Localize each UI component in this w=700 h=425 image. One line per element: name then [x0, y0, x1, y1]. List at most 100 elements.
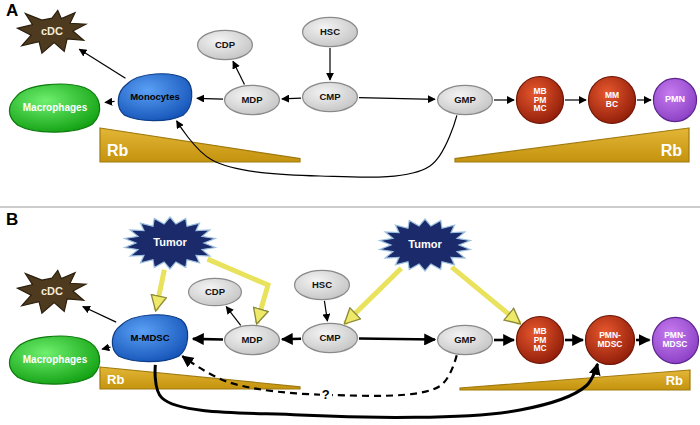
dendritic-cell: cDC [16, 269, 88, 315]
node-label: MDP [241, 335, 262, 345]
differentiation-arrow [226, 307, 240, 326]
progenitor-ellipse: GMP [437, 325, 493, 355]
node-label: Tumor [408, 239, 441, 251]
granulocyte-circle: PMN [653, 78, 697, 122]
progenitor-ellipse-outline [438, 85, 493, 114]
granulocyte-circle-outline [588, 76, 635, 123]
tumor-star-outline [125, 217, 216, 269]
monocyte-blob-outline [112, 315, 187, 362]
node-label: CDP [215, 40, 235, 50]
tumor-influence-arrow [156, 270, 165, 310]
monocyte-blob: M-MDSC [109, 312, 191, 364]
granulocyte-circle-outline [653, 78, 696, 121]
macrophage-blob-outline [9, 84, 99, 132]
granulocyte-circle: MB PM MC [516, 76, 564, 124]
tumor-star: Tumor [379, 219, 471, 271]
differentiation-arrow [282, 337, 301, 340]
differentiation-arrow [565, 99, 586, 100]
rb-gradient-shape [100, 367, 300, 389]
node-label: Rb [661, 143, 682, 160]
progenitor-ellipse: MDP [224, 85, 280, 115]
granulocyte-circle-outline [586, 316, 635, 365]
granulocyte-circle: PMN-MDSC [652, 317, 699, 364]
granulocyte-circle: MB PM MC [516, 316, 564, 364]
differentiation-arrow [494, 339, 514, 342]
progenitor-ellipse: HSC [294, 270, 350, 300]
rb-gradient: Rb [100, 367, 300, 389]
node-label: Monocytes [130, 92, 180, 102]
rb-gradient-outline [455, 128, 689, 162]
granulocyte-circle-outline [652, 317, 698, 363]
panel-letter: A [6, 2, 18, 19]
node-label: Macrophages [23, 103, 87, 114]
node-label: CMP [319, 333, 340, 343]
tumor-influence-arrow [345, 268, 401, 323]
differentiation-arrow [79, 49, 125, 78]
node-label: Rb [666, 374, 683, 388]
differentiation-arrow [359, 98, 435, 100]
tumor-influence-arrow [452, 267, 520, 323]
node-label: HSC [312, 280, 332, 290]
differentiation-arrow [359, 338, 435, 339]
macrophage-blob-outline [9, 336, 99, 384]
node-label: Rb [107, 143, 128, 160]
node-label: Rb [107, 373, 124, 387]
node-label: GMP [454, 335, 476, 345]
macrophage-blob: Macrophages [6, 333, 104, 387]
macrophage-blob: Macrophages [6, 81, 104, 135]
differentiation-arrow [155, 364, 597, 417]
progenitor-ellipse-outline [303, 82, 358, 111]
differentiation-arrow [565, 339, 583, 342]
granulocyte-circle-outline [516, 76, 563, 123]
progenitor-ellipse-outline [225, 85, 280, 114]
differentiation-arrow [637, 99, 651, 100]
node-label: CMP [319, 92, 340, 102]
node-label: HSC [320, 27, 340, 37]
differentiation-arrow [494, 99, 514, 100]
progenitor-ellipse-outline [198, 30, 253, 59]
panel-separator [0, 206, 700, 207]
granulocyte-circle: MM BC [588, 76, 636, 124]
progenitor-ellipse-outline [295, 270, 350, 299]
differentiation-arrow [636, 339, 650, 342]
node-label: MM BC [600, 91, 624, 109]
tumor-star: Tumor [124, 217, 216, 269]
granulocyte-circle-outline [516, 316, 563, 363]
panel-letter: B [6, 211, 18, 228]
progenitor-ellipse: MDP [224, 325, 280, 355]
node-label: GMP [454, 95, 476, 105]
progenitor-ellipse: CMP [302, 323, 358, 353]
progenitor-ellipse: CDP [188, 278, 242, 306]
rb-gradient-shape [460, 370, 690, 390]
differentiation-arrow [197, 98, 223, 100]
node-label: MB PM MC [529, 327, 551, 354]
dendritic-cell-outline [17, 10, 85, 53]
node-label: Macrophages [23, 355, 87, 366]
monocyte-blob: Monocytes [115, 71, 195, 123]
rb-gradient-shape [100, 128, 300, 162]
node-label: cDC [41, 286, 63, 298]
differentiation-arrow [282, 98, 301, 100]
rb-gradient: Rb [455, 128, 689, 162]
node-label: MDP [241, 95, 262, 105]
monocyte-blob-outline [118, 74, 192, 121]
rb-gradient: Rb [100, 128, 300, 162]
progenitor-ellipse: HSC [302, 17, 358, 47]
rb-gradient-outline [100, 367, 300, 389]
rb-gradient-outline [460, 370, 690, 390]
tumor-star-outline [380, 219, 471, 271]
rb-gradient-outline [100, 128, 300, 162]
differentiation-arrow [233, 61, 244, 84]
progenitor-ellipse-outline [438, 325, 493, 354]
node-label: PMN-MDSC [660, 331, 690, 349]
granulocyte-circle: PMN-MDSC [585, 315, 635, 365]
differentiation-arrow [329, 48, 330, 80]
progenitor-ellipse-outline [303, 17, 358, 46]
node-label: MB PM MC [529, 87, 551, 114]
progenitor-ellipse-outline [189, 278, 242, 305]
differentiation-arrow [105, 101, 115, 102]
node-label: CDP [205, 287, 225, 297]
